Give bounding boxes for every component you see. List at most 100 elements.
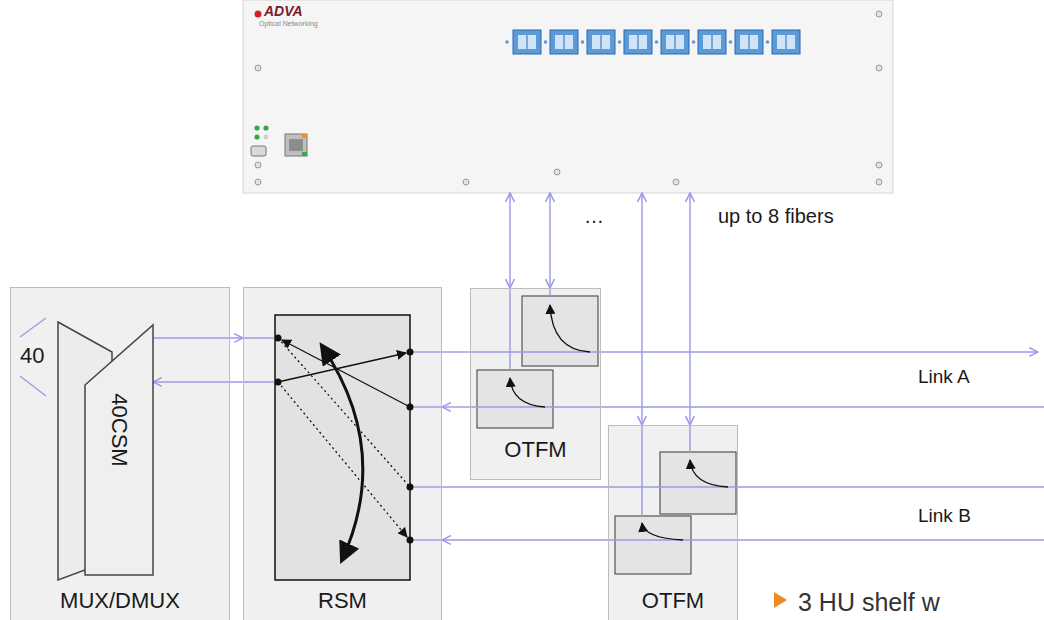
fiber-port [655, 40, 659, 44]
rsm-switch-path [278, 338, 410, 560]
rsm-switch-path [278, 338, 410, 487]
device-front-panel [302, 152, 307, 156]
fiber-line [608, 486, 1044, 487]
fiber-line [410, 486, 442, 487]
device-front-panel [255, 65, 261, 71]
device-front-panel [254, 125, 259, 130]
device-front-panel [254, 134, 259, 139]
brand-tagline: Optical Networking [259, 20, 318, 28]
fiber-port [518, 35, 536, 49]
fiber-port [749, 35, 750, 49]
connector [442, 406, 470, 407]
otfm-box: OTFM [608, 425, 738, 620]
switch-arrow [690, 460, 728, 487]
device-front-panel [302, 134, 307, 138]
device-front-panel [554, 169, 560, 175]
fiber-port [675, 35, 676, 49]
fiber-line [243, 337, 278, 338]
fiber-line [410, 351, 442, 352]
switch-arrow [642, 523, 683, 540]
device-front-panel [255, 179, 261, 185]
fiber-port [544, 40, 548, 44]
fiber-line [470, 406, 1044, 407]
device-front-panel [264, 135, 269, 140]
fiber-line [410, 539, 442, 540]
fiber-port [555, 35, 573, 49]
fiber-port [513, 30, 800, 54]
fiber-port [592, 35, 610, 49]
fiber-port [527, 35, 528, 49]
device-front-panel [255, 11, 262, 18]
fiber-port [666, 35, 684, 49]
device-front-panel [243, 0, 893, 193]
fiber-port [618, 40, 622, 44]
fiber-port [766, 40, 770, 44]
device-front-panel [263, 125, 268, 130]
rsm-switch-path [282, 340, 410, 407]
box-title: OTFM [642, 588, 704, 613]
box-title: MUX/DMUX [60, 588, 180, 613]
switch-box [522, 296, 598, 366]
fiber-port [712, 35, 713, 49]
ellipsis: … [584, 205, 604, 228]
fiber-port [629, 35, 647, 49]
rsm-port-dot [275, 335, 282, 342]
rsm-port-dot [275, 379, 282, 386]
link-label: Link A [918, 366, 970, 388]
device-front-panel [251, 146, 266, 156]
channel-marks [20, 376, 46, 396]
connector [509, 193, 510, 288]
connector [442, 539, 608, 540]
device-front-panel [505, 40, 509, 44]
fiber-port [581, 40, 585, 44]
rsm-matrix [275, 315, 410, 580]
fiber-port [692, 40, 696, 44]
channel-marks [20, 318, 46, 396]
device-front-panel [463, 179, 469, 185]
fiber-port [786, 35, 787, 49]
device-front-panel [243, 0, 893, 193]
rsm-port-dot [275, 335, 414, 544]
switch-arrow [510, 305, 728, 540]
fiber-note: up to 8 fibers [718, 205, 834, 228]
switch-box [615, 516, 691, 574]
fiber-line [689, 425, 690, 452]
box-fill [608, 425, 738, 620]
rsm-box: RSM [243, 287, 442, 620]
switch-arrow [550, 305, 590, 352]
switch-box [477, 370, 553, 428]
device-front-panel [285, 134, 307, 156]
fiber-port [624, 30, 652, 54]
bullet [774, 592, 787, 608]
switch-box [477, 296, 736, 574]
fiber-line [509, 288, 510, 370]
fiber-port [735, 30, 763, 54]
demux-outline [85, 325, 153, 575]
fiber-port [564, 35, 565, 49]
rsm-switch-path [322, 346, 363, 560]
device-front-panel [289, 139, 303, 151]
module-name: 40CSM [106, 393, 131, 466]
mux-box: MUX/DMUX 40CSM [10, 287, 230, 620]
fiber-port [729, 40, 733, 44]
fiber-line [470, 351, 1038, 352]
bullet-text: 3 HU shelf w [798, 588, 940, 617]
fiber-line [410, 406, 442, 407]
fiber-port [698, 30, 726, 54]
box-title: RSM [318, 588, 367, 613]
fiber-port [587, 30, 615, 54]
switch-arrow [510, 378, 545, 407]
fiber-port [703, 35, 721, 49]
connector [689, 193, 690, 425]
device-front-panel [876, 179, 882, 185]
fiber-line [243, 381, 278, 382]
box-fill [470, 288, 601, 480]
connector [442, 486, 608, 487]
device-front-panel [876, 162, 882, 168]
connector [442, 351, 470, 352]
connector [549, 193, 550, 288]
rsm-port-dot [407, 404, 414, 411]
